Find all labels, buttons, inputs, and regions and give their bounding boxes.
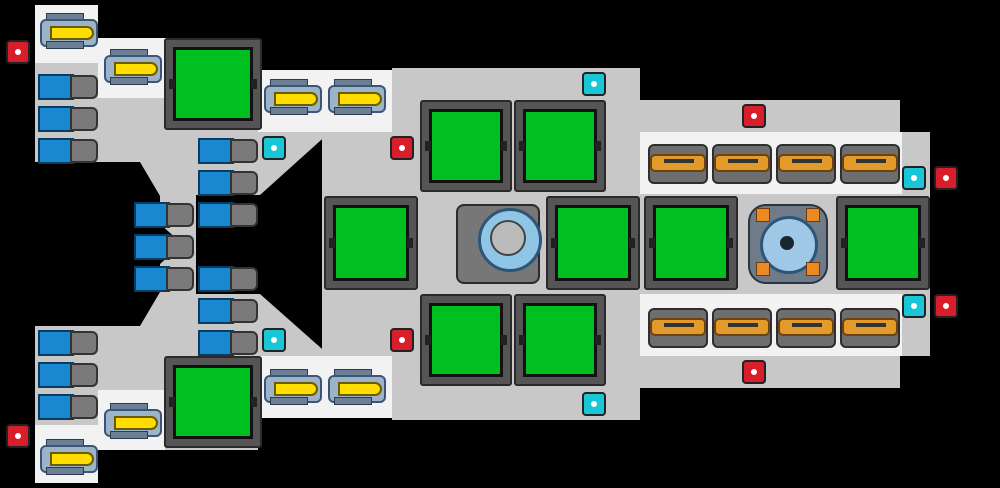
engine-module[interactable] — [260, 76, 322, 118]
battery-cell[interactable] — [36, 358, 98, 388]
battery-cell[interactable] — [196, 198, 258, 228]
battery-cell[interactable] — [196, 134, 258, 164]
module-block[interactable] — [420, 294, 512, 386]
gun-module[interactable] — [774, 300, 836, 352]
engine-module[interactable] — [100, 46, 162, 88]
module-block[interactable] — [514, 294, 606, 386]
red-square-icon[interactable] — [934, 166, 958, 190]
battery-cell[interactable] — [36, 70, 98, 100]
gun-module[interactable] — [646, 136, 708, 188]
module-block[interactable] — [164, 38, 262, 130]
engine-module[interactable] — [324, 366, 386, 408]
engine-module[interactable] — [324, 76, 386, 118]
battery-cell[interactable] — [132, 262, 194, 292]
module-block[interactable] — [836, 196, 930, 290]
battery-cell[interactable] — [132, 198, 194, 228]
gun-module[interactable] — [838, 136, 900, 188]
module-block[interactable] — [644, 196, 738, 290]
module-block[interactable] — [420, 100, 512, 192]
reactor-module[interactable] — [450, 198, 542, 284]
red-square-icon[interactable] — [742, 104, 766, 128]
cyan-square-icon[interactable] — [582, 72, 606, 96]
red-square-icon[interactable] — [6, 424, 30, 448]
module-block[interactable] — [514, 100, 606, 192]
engine-module[interactable] — [36, 10, 98, 52]
battery-cell[interactable] — [36, 134, 98, 164]
engine-module[interactable] — [100, 400, 162, 442]
gun-module[interactable] — [710, 136, 772, 188]
hub-module[interactable] — [742, 198, 832, 288]
gun-module[interactable] — [710, 300, 772, 352]
red-square-icon[interactable] — [6, 40, 30, 64]
battery-cell[interactable] — [36, 326, 98, 356]
cyan-square-icon[interactable] — [262, 136, 286, 160]
red-square-icon[interactable] — [742, 360, 766, 384]
module-block[interactable] — [324, 196, 418, 290]
red-square-icon[interactable] — [934, 294, 958, 318]
red-square-icon[interactable] — [390, 328, 414, 352]
cyan-square-icon[interactable] — [902, 166, 926, 190]
battery-cell[interactable] — [36, 102, 98, 132]
battery-cell[interactable] — [196, 294, 258, 324]
engine-module[interactable] — [260, 366, 322, 408]
battery-cell[interactable] — [196, 326, 258, 356]
gun-module[interactable] — [646, 300, 708, 352]
module-block[interactable] — [546, 196, 640, 290]
cyan-square-icon[interactable] — [902, 294, 926, 318]
battery-cell[interactable] — [196, 166, 258, 196]
engine-module[interactable] — [36, 436, 98, 478]
battery-cell[interactable] — [132, 230, 194, 260]
cyan-square-icon[interactable] — [582, 392, 606, 416]
cyan-square-icon[interactable] — [262, 328, 286, 352]
battery-cell[interactable] — [36, 390, 98, 420]
gun-module[interactable] — [838, 300, 900, 352]
module-block[interactable] — [164, 356, 262, 448]
battery-cell[interactable] — [196, 262, 258, 292]
gun-module[interactable] — [774, 136, 836, 188]
red-square-icon[interactable] — [390, 136, 414, 160]
